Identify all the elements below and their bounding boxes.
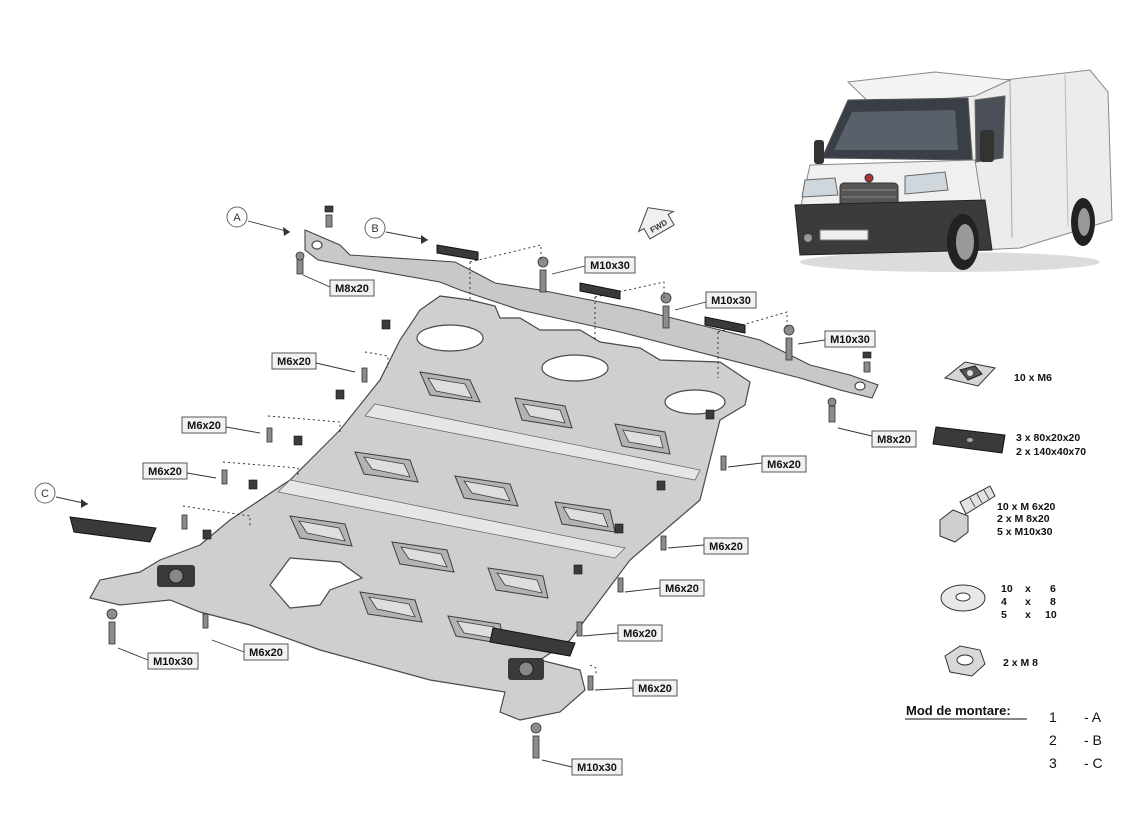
mounting-step: 2 - B — [1049, 732, 1102, 748]
spacer-plates-b — [436, 244, 746, 334]
svg-text:10 x M 6x20: 10 x M 6x20 — [997, 501, 1056, 513]
svg-text:4: 4 — [1001, 596, 1007, 608]
mounting-step: 1 - A — [1049, 709, 1102, 725]
svg-text:M10x30: M10x30 — [577, 762, 617, 774]
svg-text:x: x — [1025, 609, 1031, 621]
svg-text:3 x 80x20x20: 3 x 80x20x20 — [1016, 432, 1080, 444]
label-c: C — [34, 482, 89, 508]
mounting-step: 3 - C — [1049, 755, 1103, 771]
svg-text:M10x30: M10x30 — [830, 334, 870, 346]
alignment-lines — [182, 244, 788, 676]
callout-m10x30-1: M10x30 — [551, 256, 636, 275]
svg-text:B: B — [371, 223, 378, 235]
forward-arrow-icon: FWD — [637, 207, 675, 240]
callout-m8x20-top: M8x20 — [302, 274, 375, 297]
svg-text:2: 2 — [1049, 732, 1057, 748]
svg-text:M6x20: M6x20 — [187, 420, 221, 432]
callout-m10x30-bottom: M10x30 — [541, 758, 623, 776]
legend-plate: 3 x 80x20x20 2 x 140x40x70 — [932, 426, 1086, 458]
svg-text:10 x M6: 10 x M6 — [1014, 372, 1052, 384]
callout-m8x20-right: M8x20 — [837, 427, 917, 448]
callout-m6x20-h: M6x20 — [211, 639, 289, 661]
svg-text:M6x20: M6x20 — [249, 647, 283, 659]
svg-text:M6x20: M6x20 — [709, 541, 743, 553]
label-a: A — [226, 206, 291, 236]
spacer-plate-icon — [932, 426, 1006, 454]
svg-text:M8x20: M8x20 — [877, 434, 911, 446]
svg-text:5: 5 — [1001, 609, 1007, 621]
svg-text:10: 10 — [1001, 583, 1013, 595]
svg-text:2 x M 8: 2 x M 8 — [1003, 657, 1038, 669]
svg-text:2 x M 8x20: 2 x M 8x20 — [997, 513, 1050, 525]
svg-text:M6x20: M6x20 — [767, 459, 801, 471]
svg-text:M6x20: M6x20 — [277, 356, 311, 368]
callout-m6x20-f: M6x20 — [624, 579, 705, 597]
fasteners — [106, 205, 872, 759]
svg-text:C: C — [41, 488, 49, 500]
svg-text:6: 6 — [1050, 583, 1056, 595]
svg-text:M6x20: M6x20 — [623, 628, 657, 640]
svg-text:A: A — [233, 212, 241, 224]
legend-washers: 10 x 6 4 x 8 5 x 10 — [940, 583, 1057, 621]
svg-text:2 x 140x40x70: 2 x 140x40x70 — [1016, 446, 1086, 458]
svg-text:5 x M10x30: 5 x M10x30 — [997, 526, 1053, 538]
svg-text:- B: - B — [1084, 732, 1102, 748]
hex-bolt-icon — [939, 485, 996, 543]
svg-text:- C: - C — [1084, 755, 1103, 771]
svg-text:M10x30: M10x30 — [590, 260, 630, 272]
mounting-bar-a — [304, 229, 879, 399]
callout-m6x20-i: M6x20 — [594, 679, 678, 697]
spacer-plate-c — [69, 516, 157, 543]
svg-text:1: 1 — [1049, 709, 1057, 725]
svg-text:M6x20: M6x20 — [638, 683, 672, 695]
washer-icon — [940, 584, 986, 612]
svg-text:Mod de montare:: Mod de montare: — [906, 703, 1011, 718]
label-b: B — [364, 217, 429, 244]
svg-text:M6x20: M6x20 — [665, 583, 699, 595]
svg-text:8: 8 — [1050, 596, 1056, 608]
legend-hex-nut: 2 x M 8 — [944, 645, 1038, 677]
hex-nut-icon — [944, 645, 986, 677]
cage-nut-icon — [943, 361, 996, 387]
callout-m6x20-a: M6x20 — [271, 352, 356, 373]
callout-m6x20-g: M6x20 — [582, 624, 663, 642]
callout-m6x20-c: M6x20 — [727, 455, 807, 473]
callout-m6x20-d: M6x20 — [142, 462, 217, 480]
callout-m6x20-b: M6x20 — [181, 416, 261, 434]
mounting-order: Mod de montare: 1 - A 2 - B 3 - C — [905, 703, 1103, 771]
svg-text:x: x — [1025, 596, 1031, 608]
callout-m10x30-bl: M10x30 — [117, 647, 199, 670]
svg-text:M6x20: M6x20 — [148, 466, 182, 478]
van-image — [794, 69, 1113, 272]
legend-bolts: 10 x M 6x20 2 x M 8x20 5 x M10x30 — [939, 485, 1056, 543]
svg-text:x: x — [1025, 583, 1031, 595]
callout-m10x30-3: M10x30 — [797, 330, 876, 348]
skid-plate — [89, 295, 751, 721]
svg-text:10: 10 — [1045, 609, 1057, 621]
callout-m10x30-2: M10x30 — [674, 291, 757, 311]
svg-text:M10x30: M10x30 — [711, 295, 751, 307]
callout-m6x20-e: M6x20 — [667, 537, 749, 555]
legend-cage-nut: 10 x M6 — [943, 361, 1052, 387]
svg-text:3: 3 — [1049, 755, 1057, 771]
svg-text:M10x30: M10x30 — [153, 656, 193, 668]
svg-text:M8x20: M8x20 — [335, 283, 369, 295]
svg-text:- A: - A — [1084, 709, 1102, 725]
